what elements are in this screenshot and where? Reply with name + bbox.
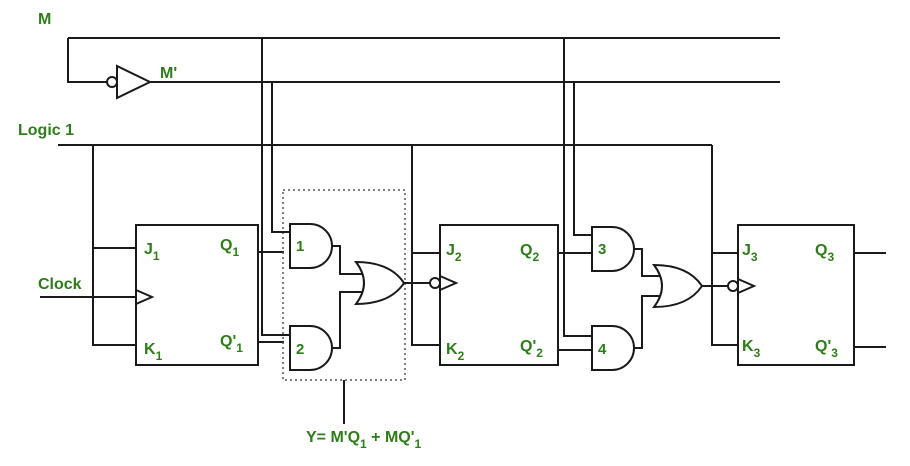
logic1-label: Logic 1 — [18, 122, 74, 139]
ff1-k-label: K1 — [144, 341, 163, 363]
flipflop-2 — [439, 224, 559, 366]
flipflop-3 — [737, 224, 855, 366]
and-gate-2 — [289, 325, 333, 371]
m-label: M — [38, 11, 51, 28]
and-gate-1 — [289, 223, 333, 269]
ff1-j-label: J1 — [144, 241, 160, 263]
ff3-q-label: Q3 — [815, 242, 834, 264]
ff3-j-label: J3 — [742, 242, 758, 264]
gate-2-number: 2 — [296, 341, 304, 358]
ff2-qp-label: Q'2 — [520, 338, 543, 360]
or-gate-1 — [353, 260, 406, 306]
not-gate-icon — [106, 64, 153, 100]
ff3-k-label: K3 — [742, 338, 761, 360]
gate-4-number: 4 — [598, 341, 607, 358]
and-gate-3 — [591, 226, 635, 272]
ff2-k-label: K2 — [446, 341, 465, 363]
ff1-qp-label: Q'1 — [220, 333, 243, 355]
clock-label: Clock — [38, 276, 82, 293]
logic-group-box — [282, 189, 406, 381]
ff2-q-label: Q2 — [520, 242, 539, 264]
and-gate-4 — [591, 325, 635, 371]
gate-1-number: 1 — [296, 238, 304, 255]
ff1-q-label: Q1 — [220, 237, 239, 259]
output-equation: Y= M'Q1 + MQ'1 — [306, 429, 422, 451]
ff3-qp-label: Q'3 — [815, 338, 838, 360]
ff2-j-label: J2 — [446, 242, 462, 264]
gate-3-number: 3 — [598, 241, 606, 258]
flipflop-1 — [135, 224, 259, 366]
m-prime-label: M' — [160, 65, 177, 82]
or-gate-2 — [651, 263, 704, 309]
bus-lines — [58, 37, 780, 146]
